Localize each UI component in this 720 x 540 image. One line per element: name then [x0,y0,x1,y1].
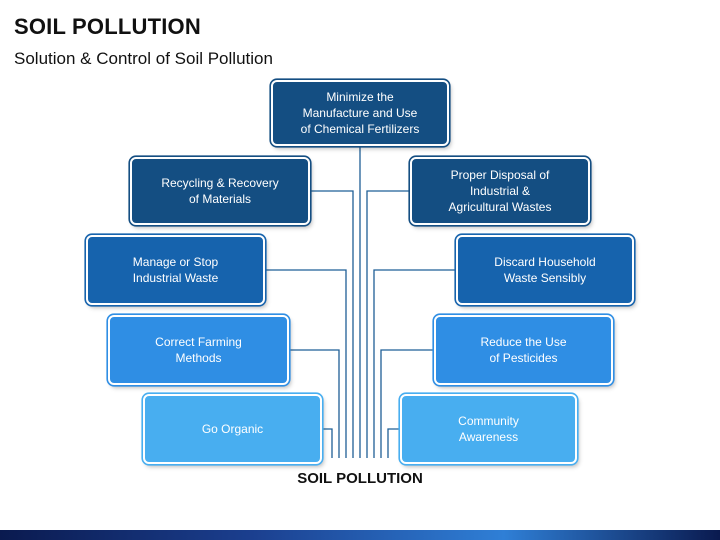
node-minimize-chemical-fertilizers: Minimize the Manufacture and Use of Chem… [271,80,449,146]
node-correct-farming-methods: Correct Farming Methods [108,315,289,385]
node-community-awareness: Community Awareness [400,394,577,464]
root-label: SOIL POLLUTION [297,470,423,487]
connector-left-1 [310,190,354,458]
connector-right-1 [366,190,410,458]
connector-left-4 [322,428,333,458]
connector-right-2 [373,269,456,458]
node-discard-household-waste: Discard Household Waste Sensibly [456,235,634,305]
connector-right-4 [387,428,400,458]
node-reduce-pesticides: Reduce the Use of Pesticides [434,315,613,385]
page-subtitle: Solution & Control of Soil Pollution [14,49,273,68]
connector-left-3 [289,349,340,458]
node-go-organic: Go Organic [143,394,322,464]
page-title: SOIL POLLUTION [14,14,201,39]
node-proper-disposal: Proper Disposal of Industrial & Agricult… [410,157,590,225]
node-manage-industrial-waste: Manage or Stop Industrial Waste [86,235,265,305]
footer-bar [0,530,720,540]
connector-right-3 [380,349,434,458]
node-recycling-recovery: Recycling & Recovery of Materials [130,157,310,225]
connector-left-2 [265,269,347,458]
